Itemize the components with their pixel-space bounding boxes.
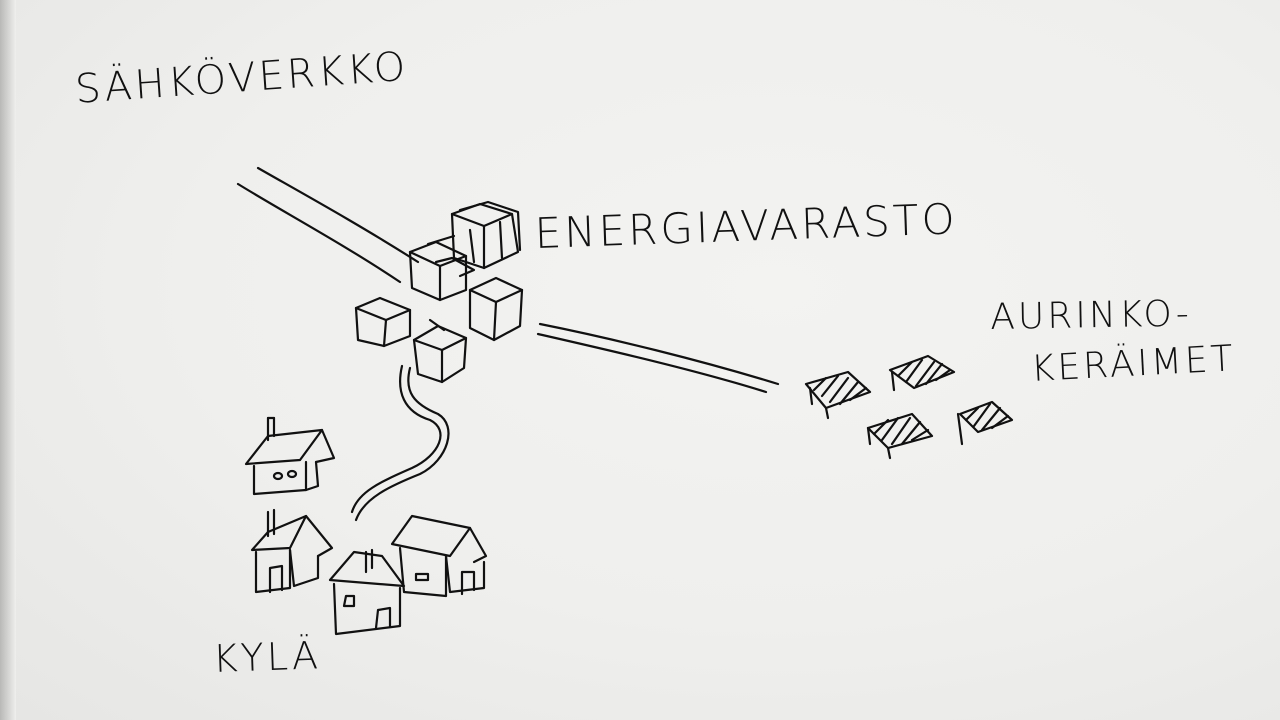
- paper-edge-shadow: [0, 0, 16, 720]
- grid-power-line: [236, 166, 420, 284]
- solar-panel-array: [804, 354, 1014, 460]
- storage-cube: [408, 234, 468, 302]
- solar-collectors-label-line1: AURINKO-: [989, 293, 1193, 338]
- storage-cube: [468, 276, 524, 342]
- storage-cube: [354, 296, 412, 348]
- house: [328, 548, 406, 636]
- energy-storage-cluster: [354, 200, 524, 384]
- village-power-cable: [350, 364, 450, 522]
- solar-panel: [888, 354, 956, 392]
- village-label: KYLÄ: [211, 633, 322, 681]
- solar-panel: [804, 370, 872, 420]
- solar-panel: [956, 400, 1014, 446]
- solar-power-line: [536, 322, 780, 394]
- house: [390, 514, 488, 598]
- solar-panel: [866, 412, 934, 460]
- storage-cube: [412, 324, 468, 384]
- house: [250, 508, 334, 594]
- village-houses: [244, 416, 488, 636]
- house: [244, 416, 336, 496]
- storage-cube: [428, 256, 476, 332]
